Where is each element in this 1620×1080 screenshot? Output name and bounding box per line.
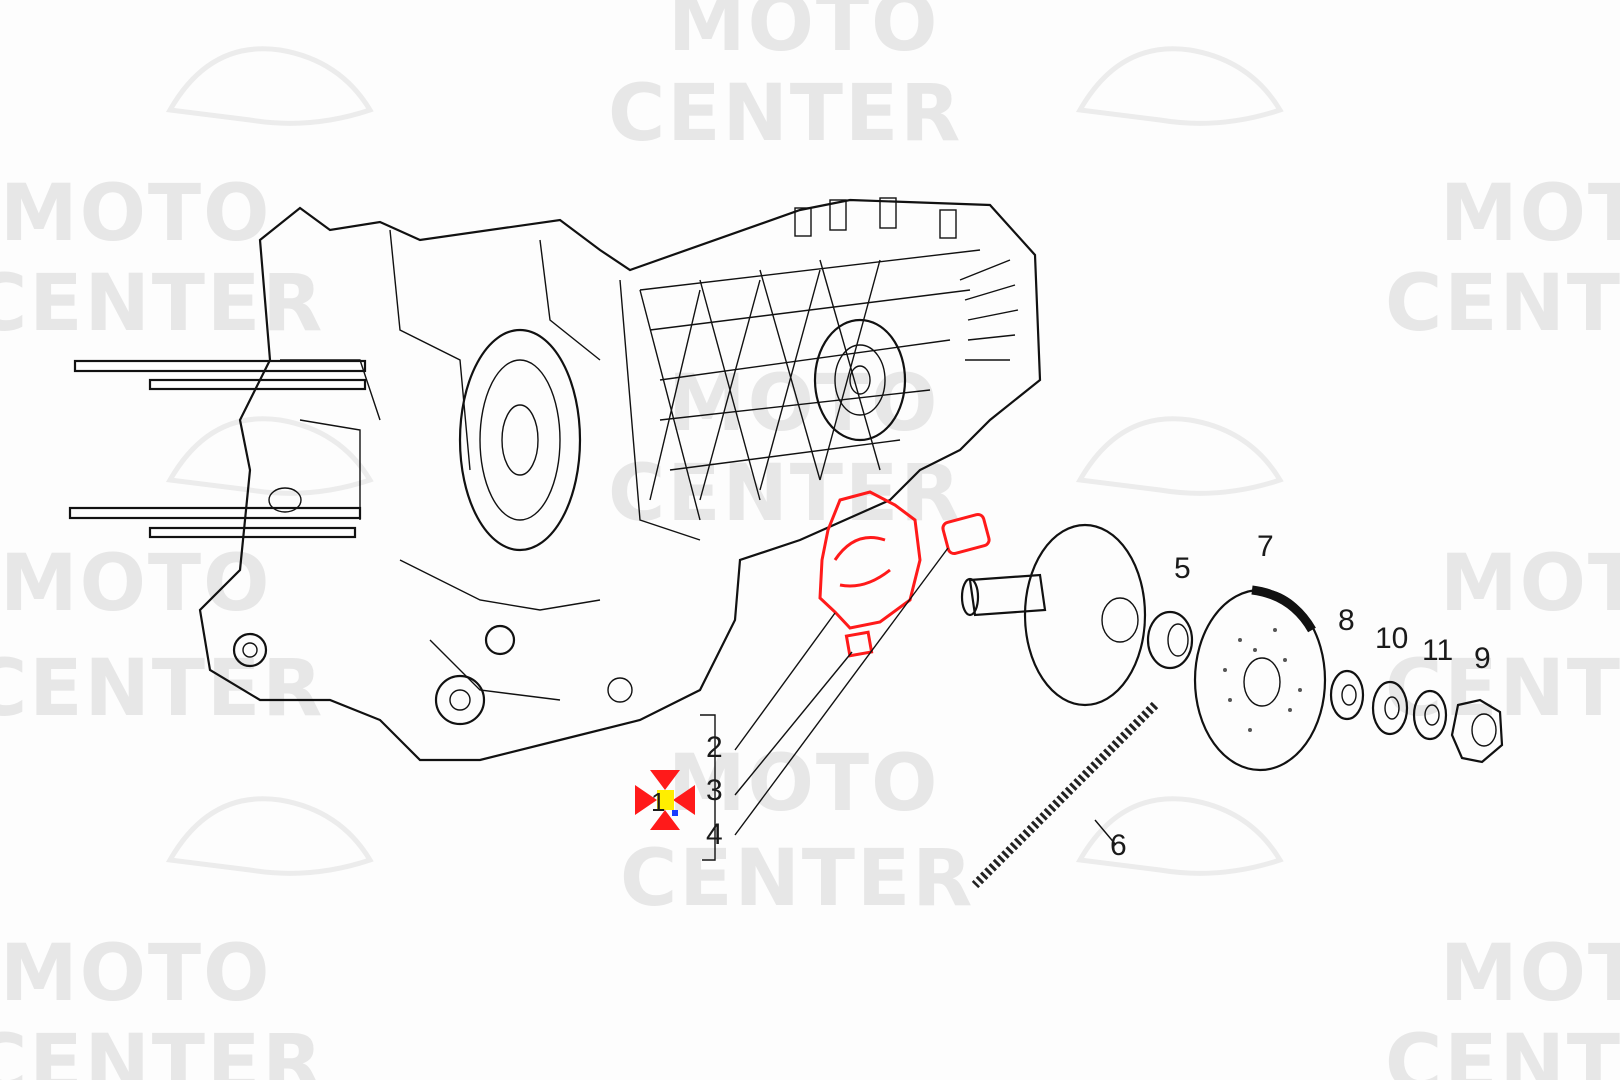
callout-11[interactable]: 11	[1422, 634, 1453, 667]
fixed-pulley-half	[960, 523, 1147, 707]
part-5-bushing	[1146, 610, 1194, 670]
callout-1[interactable]: 1	[651, 787, 665, 817]
watermark-center-text: CENTER	[620, 834, 974, 924]
watermark-moto-text: MOTO	[0, 539, 271, 629]
part-2-cover-highlight[interactable]	[818, 490, 922, 630]
watermark-center-text: CENTER	[0, 644, 324, 734]
watermark-center-text: CENTER	[608, 449, 962, 539]
callout-6[interactable]: 6	[1110, 829, 1127, 862]
watermark-center-text: CENTER	[0, 1019, 324, 1080]
watermark-block: MOTO CENTER	[0, 169, 324, 349]
scooter-logo-icon	[165, 416, 374, 496]
scooter-logo-icon	[1075, 46, 1284, 126]
callout-9[interactable]: 9	[1474, 642, 1491, 675]
part-8-washer	[1329, 669, 1365, 721]
part-2-cover-detail	[833, 536, 891, 588]
scooter-logo-icon	[165, 796, 374, 876]
callout-2[interactable]: 2	[706, 731, 723, 764]
watermark-block: MOTO CENTER	[0, 539, 324, 734]
callout-7[interactable]: 7	[1257, 530, 1274, 563]
part-7-movable-pulley	[1193, 585, 1327, 772]
watermark-center-text: CENTER	[1385, 259, 1620, 349]
engine-crankcase	[68, 197, 1042, 762]
watermark-block: MOTO CENTER	[1385, 169, 1620, 349]
watermark-block: MOTO CENTER	[1385, 929, 1620, 1080]
callout-10[interactable]: 10	[1375, 622, 1408, 655]
watermark-block: MOTO CENTER	[608, 0, 962, 159]
watermark-block: MOTO CENTER	[0, 929, 324, 1080]
callout-4[interactable]: 4	[706, 818, 723, 851]
callout-5[interactable]: 5	[1174, 552, 1191, 585]
part-11-washer	[1412, 689, 1448, 741]
watermark-moto-text: MOTO	[668, 739, 939, 829]
watermark-block: MOTO CENTER	[620, 739, 974, 924]
part-6-belt	[971, 701, 1159, 889]
watermark-center-text: CENTER	[0, 259, 324, 349]
part-3-pin-highlight[interactable]	[844, 630, 874, 658]
watermark-moto-text: MOTO	[1440, 169, 1620, 259]
watermark-moto-text: MOTO	[1440, 539, 1620, 629]
exploded-components	[960, 523, 1504, 889]
selected-part-marker-icon[interactable]: 1	[635, 770, 695, 830]
callout-labels: 2 3 4 5 6 7 8 9 10 11	[706, 530, 1491, 862]
watermark-center-text: CENTER	[1385, 644, 1620, 734]
part-9-nut	[1450, 698, 1504, 764]
watermark-moto-text: MOTO	[0, 169, 271, 259]
watermark-center-text: CENTER	[1385, 1019, 1620, 1080]
callout-3[interactable]: 3	[706, 774, 723, 807]
scooter-logo-icon	[1075, 796, 1284, 876]
scooter-logo-icon	[165, 46, 374, 126]
scooter-logo-icon	[1075, 416, 1284, 496]
watermark-moto-text: MOTO	[668, 0, 939, 69]
watermark-block: MOTO CENTER	[608, 359, 962, 539]
watermark-logo-icons	[165, 46, 1284, 876]
highlighted-parts	[818, 490, 991, 658]
callout-8[interactable]: 8	[1338, 604, 1355, 637]
part-10-washer	[1371, 680, 1409, 736]
watermark-block: MOTO CENTER	[1385, 539, 1620, 734]
watermark-moto-text: MOTO	[1440, 929, 1620, 1019]
part-4-bushing-highlight[interactable]	[941, 512, 991, 556]
leader-lines	[700, 547, 1117, 861]
watermark-moto-text: MOTO	[0, 929, 271, 1019]
watermark-center-text: CENTER	[608, 69, 962, 159]
